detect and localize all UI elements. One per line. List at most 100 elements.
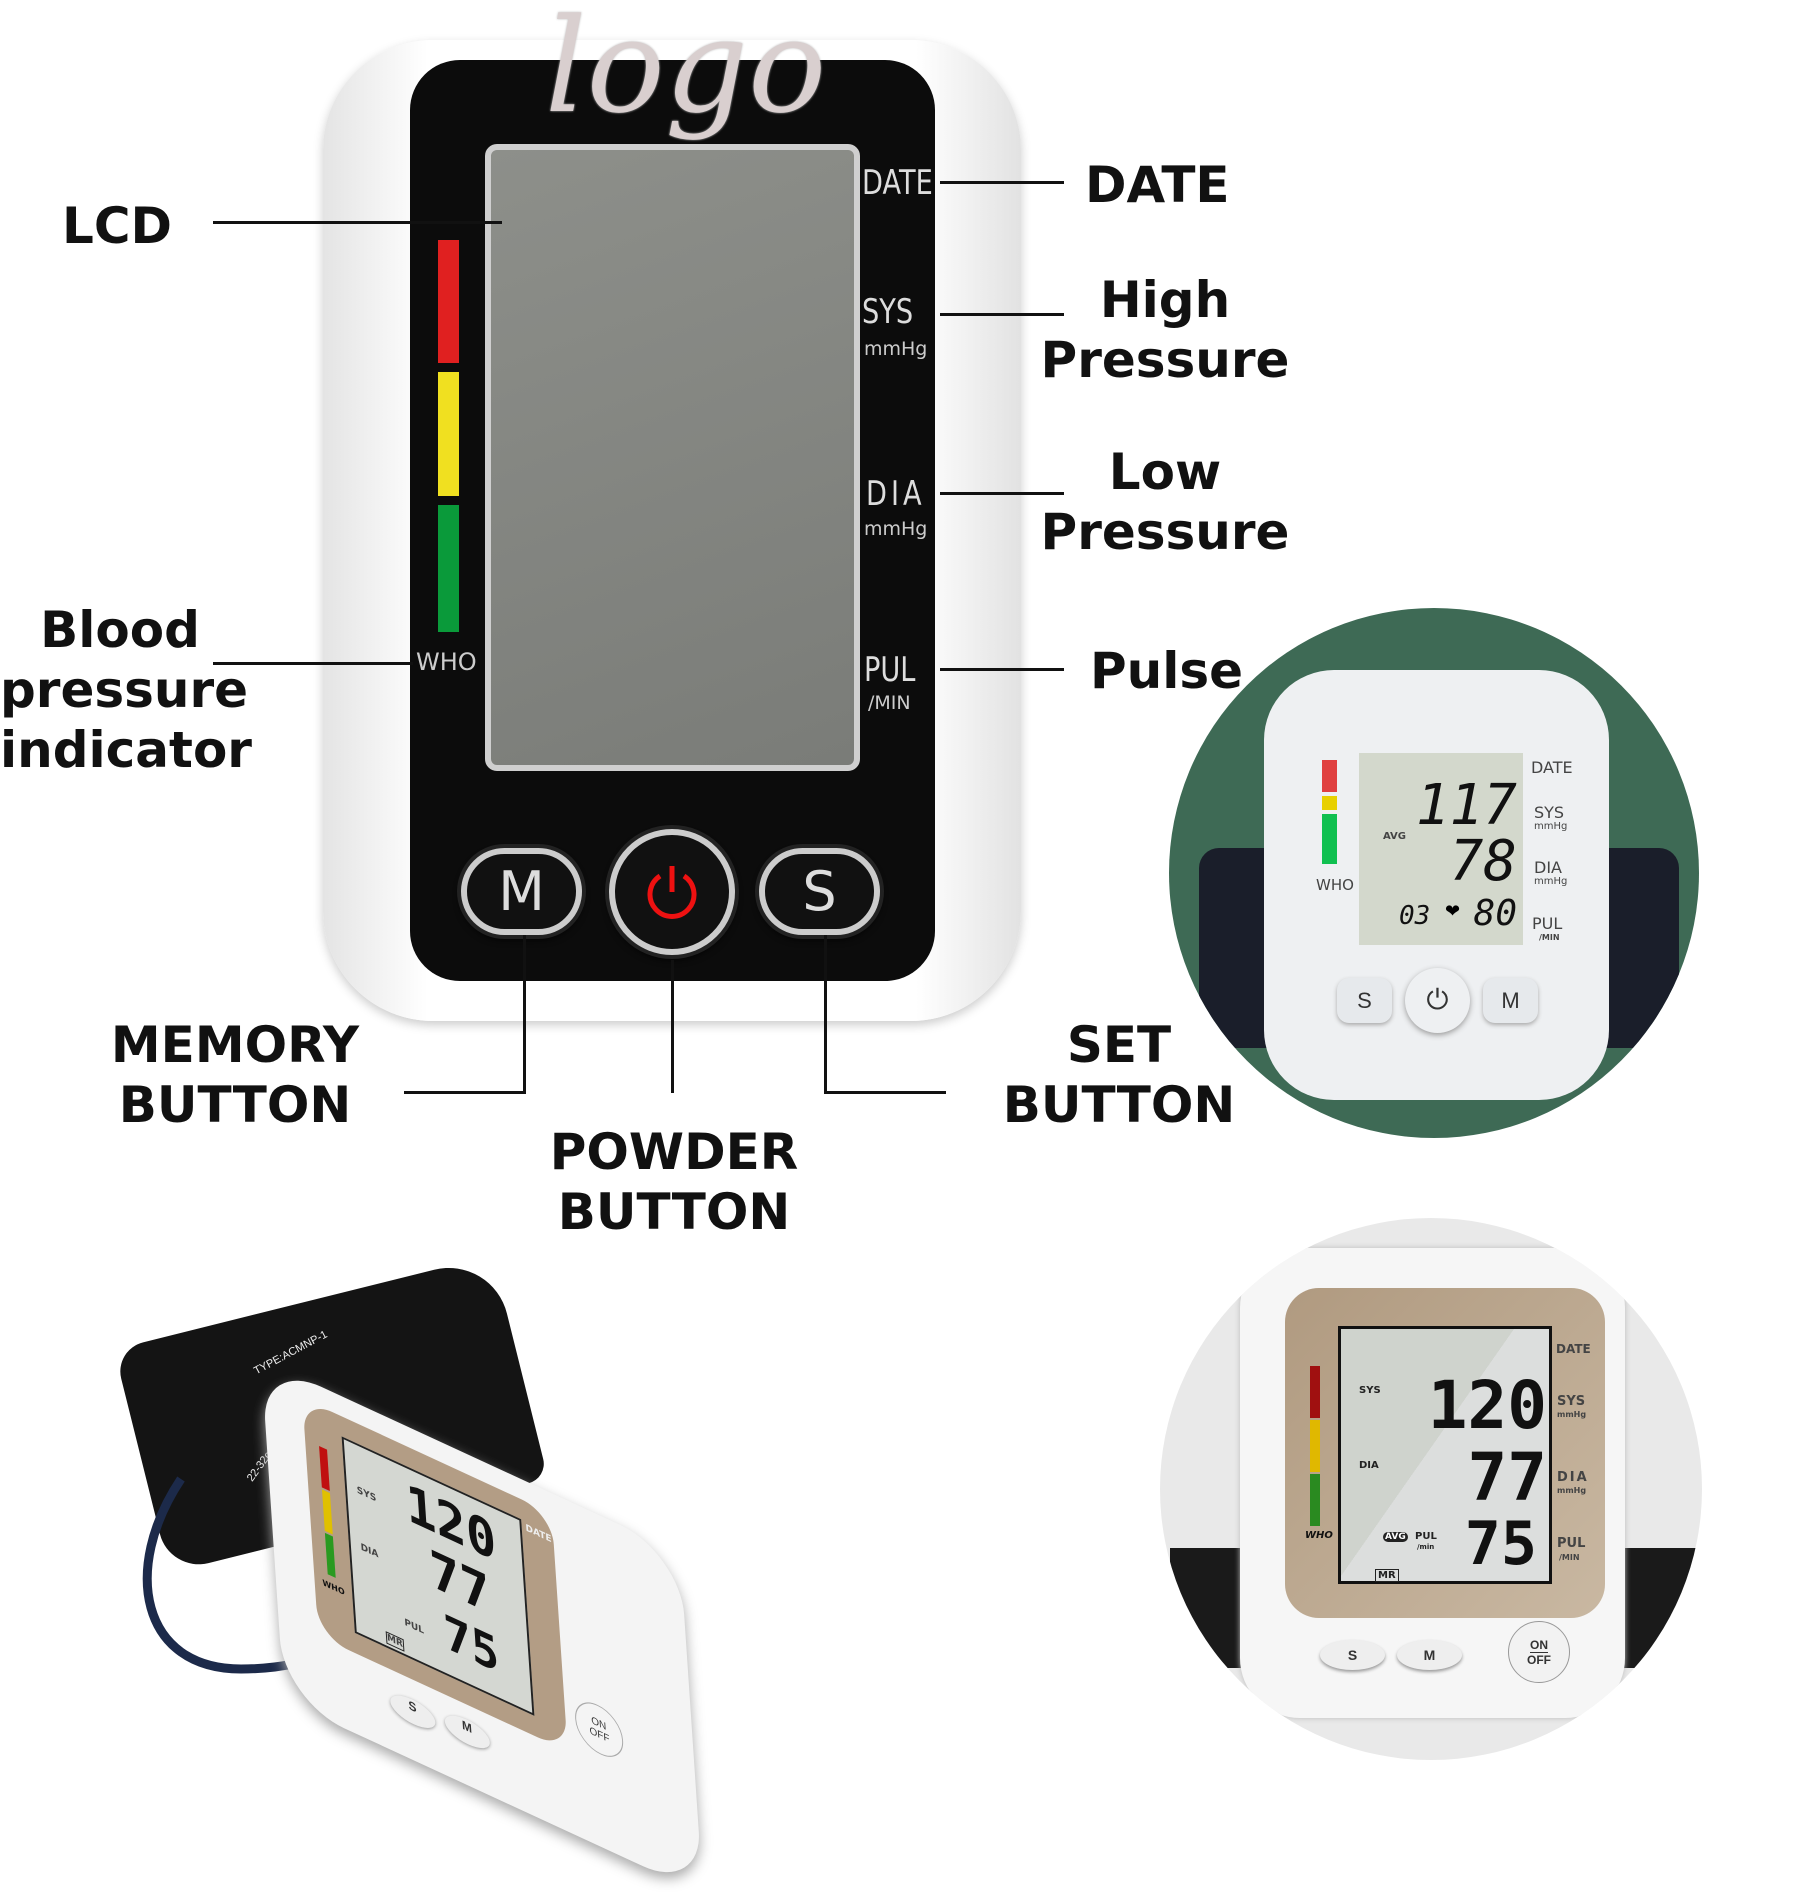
pul-inner-unit: /min xyxy=(1417,1543,1435,1551)
set-button[interactable]: S xyxy=(1337,978,1392,1023)
set-line-v xyxy=(824,935,827,1093)
set-button[interactable]: S xyxy=(759,848,880,935)
callout-line: High xyxy=(1099,271,1231,329)
pul-unit: /MIN xyxy=(868,692,911,714)
sys-unit: mmHg xyxy=(864,338,928,360)
memory-button[interactable]: M xyxy=(1397,1640,1462,1670)
sys-value: 117 xyxy=(1415,773,1517,838)
date-label: DATE xyxy=(1556,1342,1591,1356)
set-button-callout: SET BUTTON xyxy=(979,1015,1259,1135)
power-button[interactable] xyxy=(609,829,735,955)
pul-line xyxy=(940,668,1064,671)
date-label: DATE xyxy=(525,1523,552,1546)
sys-value: 120 xyxy=(1427,1367,1547,1444)
indicator-green xyxy=(1310,1474,1320,1526)
power-icon: ⏻ xyxy=(1426,984,1449,1015)
indicator-red xyxy=(1310,1366,1320,1418)
indicator-yellow xyxy=(1310,1420,1320,1472)
dia-label: DIA xyxy=(360,1542,379,1561)
memory-button[interactable]: M xyxy=(461,848,582,935)
dia-label: DIA xyxy=(866,474,926,514)
low-pressure-callout: Low Pressure xyxy=(1040,442,1290,562)
dia-inner-label: DIA xyxy=(1359,1460,1379,1471)
on-label: ON xyxy=(1530,1637,1548,1653)
lcd: AVG 117 78 03 ❤ 80 xyxy=(1359,753,1523,945)
callout-line: MEMORY xyxy=(110,1016,360,1074)
indicator-callout: Blood pressure indicator xyxy=(0,600,252,780)
power-button[interactable]: ⏻ xyxy=(1405,968,1470,1033)
callout-line: Blood xyxy=(40,601,200,659)
set-button[interactable]: S xyxy=(1320,1640,1385,1670)
indicator-yellow xyxy=(1322,796,1337,810)
sys-label: SYS xyxy=(356,1485,377,1505)
photo-device-with-cuff: TYPE:ACMNP-1 2-3cm 22-32cm 120 77 75 SYS… xyxy=(113,1255,762,1894)
sys-label: SYS xyxy=(862,292,914,332)
indicator-green xyxy=(438,505,459,632)
heart-icon: ❤ xyxy=(1445,901,1461,921)
indicator-green xyxy=(1322,814,1337,864)
mr-label: MR xyxy=(385,1631,405,1652)
indicator-yellow xyxy=(321,1489,333,1535)
photo-device-gold: WHO SYS DIA AVG PUL /min MR 120 77 75 DA… xyxy=(1160,1218,1702,1760)
memory-button-callout: MEMORY BUTTON xyxy=(95,1015,375,1135)
callout-line: Pressure xyxy=(1040,331,1290,389)
callout-line: Pressure xyxy=(1040,503,1290,561)
who-label: WHO xyxy=(416,648,477,676)
pul-label: PUL xyxy=(864,650,916,690)
indicator-line xyxy=(213,662,413,665)
memory-line-v xyxy=(523,935,526,1093)
sys-label: SYS xyxy=(1557,1394,1586,1409)
pulse-value: 75 xyxy=(1464,1509,1537,1579)
dia-value: 77 xyxy=(1467,1439,1547,1516)
set-button[interactable]: S xyxy=(389,1689,437,1735)
dia-label: DIA xyxy=(1534,858,1562,877)
power-line-v xyxy=(671,960,674,1093)
callout-line: BUTTON xyxy=(118,1076,352,1134)
sys-unit: mmHg xyxy=(1534,821,1568,832)
pul-unit: /MIN xyxy=(1559,1553,1580,1562)
pul-label: PUL xyxy=(404,1617,425,1637)
dia-unit: mmHg xyxy=(864,518,928,540)
pul-label: PUL xyxy=(1532,914,1563,933)
indicator-red xyxy=(1322,760,1337,792)
pul-inner-label: PUL xyxy=(1415,1531,1437,1542)
sys-line xyxy=(940,313,1064,316)
indicator-yellow xyxy=(438,372,459,496)
sys-unit: mmHg xyxy=(1557,1410,1587,1419)
who-label: WHO xyxy=(1305,1530,1333,1541)
memory-number: 03 xyxy=(1399,901,1431,931)
dia-unit: mmHg xyxy=(1557,1486,1587,1495)
memory-button[interactable]: M xyxy=(444,1709,491,1755)
power-button-callout: POWDER BUTTON xyxy=(534,1122,814,1242)
indicator-green xyxy=(324,1532,336,1578)
lcd-screen xyxy=(485,144,860,771)
date-label: DATE xyxy=(1531,758,1573,777)
callout-line: BUTTON xyxy=(557,1183,791,1241)
callout-line: pressure xyxy=(0,661,249,719)
date-callout: DATE xyxy=(1085,156,1230,214)
on-off-button[interactable]: ON OFF xyxy=(1508,1621,1570,1683)
callout-line: indicator xyxy=(0,721,252,779)
callout-line: SET xyxy=(1066,1016,1172,1074)
pulse-callout: Pulse xyxy=(1090,642,1244,700)
dia-label: DIA xyxy=(1557,1470,1589,1485)
callout-line: Low xyxy=(1108,443,1222,501)
pulse-value: 80 xyxy=(1473,893,1517,934)
dia-value: 78 xyxy=(1449,829,1517,894)
photo-device-green: WHO AVG 117 78 03 ❤ 80 DATE SYS mmHg DIA… xyxy=(1169,608,1699,1138)
lcd-line xyxy=(213,221,502,224)
lcd: 120 77 75 SYS DIA PUL MR xyxy=(341,1436,535,1716)
date-label: DATE xyxy=(862,163,933,203)
mr-label: MR xyxy=(1375,1569,1399,1582)
logo-watermark: logo xyxy=(545,0,827,142)
memory-button[interactable]: M xyxy=(1483,978,1538,1023)
sys-label: SYS xyxy=(1534,803,1565,822)
off-label: OFF xyxy=(1527,1652,1551,1667)
memory-line-h xyxy=(404,1091,526,1094)
indicator-red xyxy=(319,1445,330,1492)
on-off-button[interactable]: ON OFF xyxy=(573,1693,625,1766)
dia-line xyxy=(940,492,1064,495)
pul-unit: /MIN xyxy=(1539,933,1560,942)
who-label: WHO xyxy=(1316,876,1354,894)
callout-line: POWDER xyxy=(549,1123,799,1181)
